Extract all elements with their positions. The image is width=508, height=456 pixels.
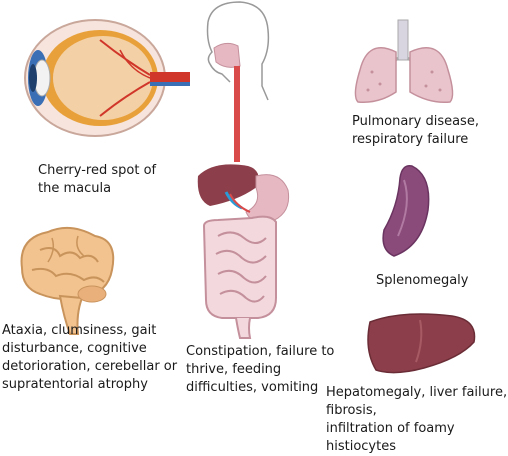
brain-illustration: [20, 226, 115, 335]
eye-finding-label: Cherry-red spot of the macula: [38, 163, 157, 196]
lung-finding-label: Pulmonary disease, respiratory failure: [352, 114, 479, 147]
gi-finding-label: Constipation, failure to thrive, feeding…: [186, 344, 335, 395]
organ-illustrations: [20, 1, 476, 374]
lungs-illustration: [354, 19, 454, 104]
liver-illustration: [367, 313, 476, 374]
brain-finding-label: Ataxia, clumsiness, gait disturbance, co…: [2, 323, 178, 392]
spleen-illustration: [382, 165, 430, 257]
eye-illustration: [24, 19, 190, 137]
spleen-finding-label: Splenomegaly: [376, 273, 469, 288]
digestive-system-illustration: [197, 1, 290, 339]
liver-finding-label: Hepatomegaly, liver failure, fibrosis, i…: [326, 385, 508, 454]
